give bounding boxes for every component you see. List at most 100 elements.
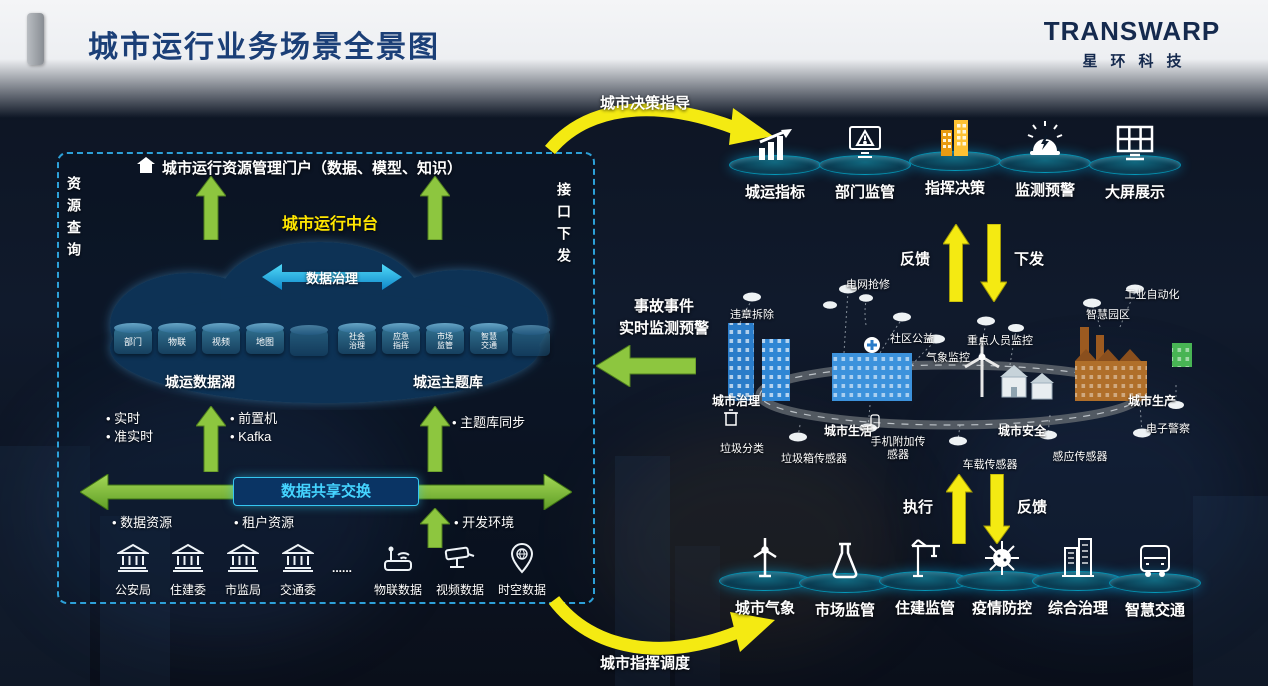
station-command-decision: 指挥决策 xyxy=(903,110,1007,198)
data-governance-label: 数据治理 xyxy=(305,271,358,286)
platform-ellipse xyxy=(819,155,911,175)
source-item-police: 公安局 xyxy=(103,540,163,598)
scene-label: 工业自动化 xyxy=(1124,289,1180,301)
db-label: 应急指挥 xyxy=(393,332,409,351)
station-label: 大屏展示 xyxy=(1104,184,1165,201)
bullet-item: 前置机 xyxy=(230,410,277,428)
db-label: 市场监管 xyxy=(437,332,453,351)
feedback-dispatch-arrows xyxy=(943,224,1007,302)
station-city-weather: 城市气象 xyxy=(713,530,817,618)
brand-logo: TRANSWARP 星环科技 xyxy=(1030,16,1234,71)
db-label: 视频 xyxy=(211,337,230,347)
windmill-icon xyxy=(747,530,783,578)
scene-label: 电网抢修 xyxy=(846,279,890,291)
up-arrow-icon xyxy=(196,406,226,472)
sync-bullets-a: 实时 准实时 xyxy=(106,410,153,446)
page-title: 城市运行业务场景全景图 xyxy=(88,31,440,64)
bullet-item: Kafka xyxy=(230,428,277,446)
bullet-item: 准实时 xyxy=(106,428,153,446)
bank-icon xyxy=(213,540,273,576)
screen-grid-icon xyxy=(1115,114,1155,162)
source-label: 住建委 xyxy=(169,583,206,597)
resource-query-vertical-label: 资源查询 xyxy=(66,176,82,264)
flask-icon xyxy=(828,532,862,580)
station-housing-supervision: 住建监管 xyxy=(873,530,977,618)
portal-title: 城市运行资源管理门户（数据、模型、知识） xyxy=(162,160,463,177)
scene-label: 城市治理 xyxy=(711,394,761,408)
gold-buildings-icon xyxy=(935,110,975,158)
db-label: 社会治理 xyxy=(349,332,365,351)
bg-glow xyxy=(600,430,900,650)
bullet-item: 实时 xyxy=(106,410,153,428)
station-comprehensive-governance: 综合治理 xyxy=(1026,530,1130,618)
middle-platform-title: 城市运行中台 xyxy=(282,216,379,233)
source-item-market: 市监局 xyxy=(213,540,273,598)
db-cylinder xyxy=(512,325,550,356)
source-item-transport: 交通委 xyxy=(268,540,328,598)
source-label: 时空数据 xyxy=(497,583,546,597)
sync-bullets-b: 前置机 Kafka xyxy=(230,410,277,446)
source-label: 市监局 xyxy=(224,583,261,597)
db-cylinder: 智慧交通 xyxy=(470,323,508,354)
db-cylinder: 社会治理 xyxy=(338,323,376,354)
bullet-item: 数据资源 xyxy=(112,514,172,532)
bank-icon xyxy=(268,540,328,576)
db-cylinder: 地图 xyxy=(246,323,284,354)
station-label: 指挥决策 xyxy=(924,180,985,197)
data-lake-title: 城运数据湖 xyxy=(165,374,235,390)
platform-ellipse xyxy=(1109,573,1201,593)
db-cylinder: 市场监管 xyxy=(426,323,464,354)
station-smart-transport: 智慧交通 xyxy=(1103,532,1207,620)
db-cylinder: 应急指挥 xyxy=(382,323,420,354)
db-label: 智慧交通 xyxy=(481,332,497,351)
scene-label: 城市安全 xyxy=(997,424,1047,438)
title-accent-bar xyxy=(27,13,44,65)
execute-feedback-arrows xyxy=(946,474,1010,544)
command-dispatch-label: 城市指挥调度 xyxy=(600,655,691,672)
scene-label: 手机附加传感器 xyxy=(870,436,926,461)
alarm-siren-icon xyxy=(1025,112,1065,160)
up-arrow-icon xyxy=(420,508,450,548)
scene-label: 智慧园区 xyxy=(1086,309,1130,321)
decision-guidance-label: 城市决策指导 xyxy=(600,95,691,112)
bank-icon xyxy=(103,540,163,576)
db-label: 物联 xyxy=(167,337,186,347)
station-label: 智慧交通 xyxy=(1124,602,1185,619)
home-icon xyxy=(137,157,155,173)
scene-label: 违章拆除 xyxy=(730,309,774,321)
scene-label: 感应传感器 xyxy=(1052,451,1108,463)
feedback-top-label: 反馈 xyxy=(900,251,931,268)
db-cylinder: 部门 xyxy=(114,323,152,354)
scene-label: 车载传感器 xyxy=(962,459,1018,471)
station-market-supervision: 市场监管 xyxy=(793,532,897,620)
scene-label: 社区公益 xyxy=(890,333,934,345)
scene-label: 气象监控 xyxy=(926,352,970,364)
city-buildings-icon xyxy=(1060,530,1096,578)
bus-icon xyxy=(1136,532,1174,580)
interface-dispatch-vertical-label: 接口下发 xyxy=(556,182,572,270)
iot-router-icon xyxy=(368,540,428,576)
dispatch-top-label: 下发 xyxy=(1014,251,1045,268)
db-cylinder xyxy=(290,325,328,356)
incident-line1: 事故事件 xyxy=(633,298,694,315)
sync-bullets-c: 主题库同步 xyxy=(452,414,525,432)
source-label: 视频数据 xyxy=(435,583,484,597)
monitor-warning-icon xyxy=(845,114,885,162)
data-exchange-label: 数据共享交换 xyxy=(233,477,419,506)
source-item-video: 视频数据 xyxy=(430,540,490,598)
source-label: 交通委 xyxy=(279,583,316,597)
cctv-camera-icon xyxy=(430,540,490,576)
source-item-iot: 物联数据 xyxy=(368,540,428,598)
db-label: 部门 xyxy=(123,337,142,347)
crane-icon xyxy=(906,530,944,578)
up-arrow-icon xyxy=(196,176,226,240)
brand-subtitle: 星环科技 xyxy=(1082,53,1195,70)
station-label: 综合治理 xyxy=(1047,600,1108,617)
station-label: 城市气象 xyxy=(734,600,795,617)
feedback-bottom-label: 反馈 xyxy=(1017,499,1048,516)
command-dispatch-arrow xyxy=(548,595,775,655)
incident-monitor-label: 事故事件 实时监测预警 xyxy=(608,296,720,340)
data-governance-arrow xyxy=(262,264,402,290)
header-band xyxy=(0,0,1268,118)
